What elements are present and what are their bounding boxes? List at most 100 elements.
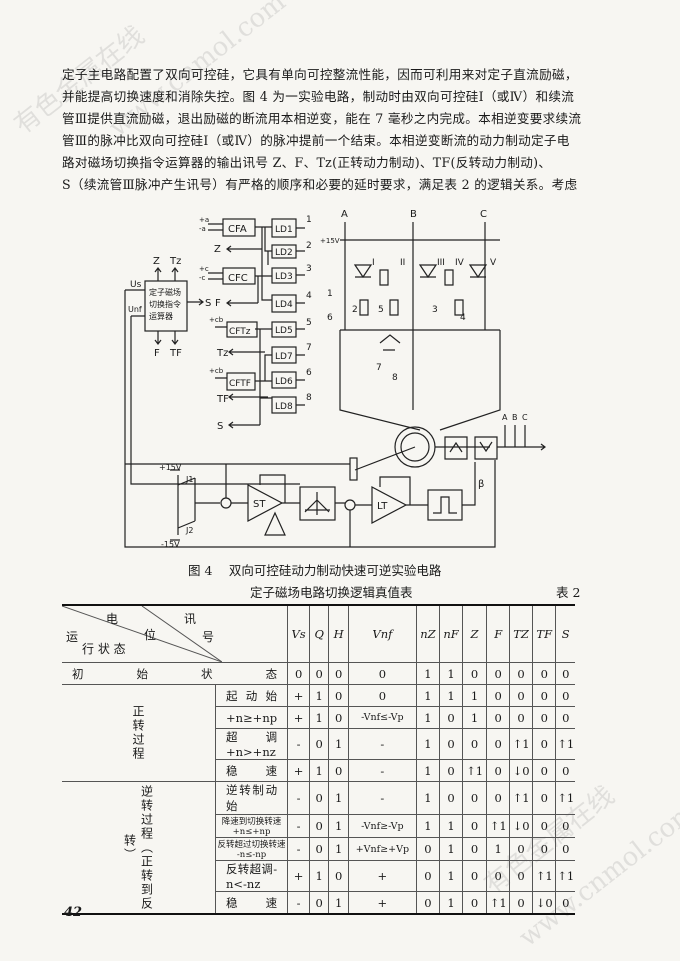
value-cell: ↑1	[555, 781, 575, 815]
value-cell: 0	[348, 662, 417, 685]
signal-label: Tz	[216, 348, 228, 359]
input-label: +c	[199, 265, 209, 273]
value-cell: 1	[439, 891, 463, 915]
summing-junction-icon	[220, 497, 232, 509]
switch-label: J1	[185, 475, 193, 484]
value-cell: +Vnf≥+Vp	[348, 837, 417, 861]
value-cell: 0	[555, 759, 575, 782]
thyristor-label: II	[400, 258, 405, 268]
value-cell: 1	[461, 684, 488, 707]
gate-label: LD1	[275, 225, 293, 235]
value-cell: 1	[439, 662, 463, 685]
value-cell: 0	[509, 860, 534, 892]
value-cell: 0	[486, 781, 511, 815]
voltage-label: +15V	[159, 463, 182, 472]
column-header: Vnf	[348, 604, 417, 663]
value-cell: -	[287, 837, 311, 861]
gate-output: 3	[306, 264, 312, 274]
text-line: S（续流管Ⅲ脉冲产生讯号）有严格的顺序和必要的延时要求，满足表 2 的逻辑关系。…	[62, 177, 578, 192]
signal-label: Unf	[128, 305, 142, 314]
value-cell: 0	[309, 781, 330, 815]
value-cell: 0	[486, 860, 511, 892]
value-cell: 0	[415, 860, 441, 892]
value-cell: -	[348, 728, 417, 760]
corner-cell: 讯 号 电 位 运 行 状 态	[62, 604, 289, 663]
voltage-label: -15V	[161, 540, 180, 549]
value-cell: ↓0	[509, 814, 534, 838]
input-label: +cb	[209, 316, 224, 324]
column-header: F	[486, 604, 511, 663]
state-cell: 起动始	[214, 684, 289, 707]
value-cell: ↓0	[509, 759, 534, 782]
thyristor-label: III	[437, 258, 445, 268]
value-cell: 0	[461, 860, 488, 892]
corner-label: 运	[66, 630, 79, 644]
diagonal-lines	[62, 606, 222, 662]
value-cell: 0	[287, 662, 311, 685]
group-cell: 逆转过程（正转到反转）	[62, 781, 216, 915]
value-cell: 0	[532, 759, 557, 782]
summing-junction-icon	[344, 499, 356, 511]
value-cell: +	[287, 759, 311, 782]
value-cell: 0	[532, 837, 557, 861]
controller-label: 运算器	[149, 311, 173, 321]
text-line: 路对磁场切换指令运算器的输出讯号 Z、F、Tz(正转动力制动)、TF(反转动力制…	[62, 155, 552, 170]
value-cell: 0	[532, 728, 557, 760]
value-cell: 0	[328, 706, 350, 729]
value-cell: 1	[415, 759, 441, 782]
phase-label: C	[480, 209, 487, 220]
table-number: 表 2	[556, 585, 581, 600]
value-cell: 0	[461, 728, 488, 760]
thyristor-label: V	[490, 258, 497, 268]
value-cell: 0	[415, 891, 441, 915]
value-cell: 1	[415, 814, 441, 838]
value-cell: 0	[532, 781, 557, 815]
corner-label: 位	[144, 628, 157, 642]
truth-table: 讯 号 电 位 运 行 状 态 Vs Q H Vnf nZ nF Z F TZ …	[62, 604, 575, 915]
table-header: 讯 号 电 位 运 行 状 态 Vs Q H Vnf nZ nF Z F TZ …	[62, 604, 575, 663]
value-cell: 0	[461, 837, 488, 861]
value-cell: 0	[439, 728, 463, 760]
group-cell: 正转过程	[62, 684, 216, 782]
gate-label: LD8	[275, 402, 293, 412]
value-cell: 0	[486, 684, 511, 707]
corner-label: 讯	[184, 612, 197, 626]
text-line: 管Ⅲ提供直流励磁，退出励磁的断流用本相逆变，能在 7 毫秒之内完成。本相逆变要求…	[62, 111, 582, 126]
phase-label: B	[512, 413, 518, 422]
gate-output: 2	[306, 241, 312, 251]
value-cell: 1	[309, 684, 330, 707]
value-cell: 0	[328, 684, 350, 707]
value-cell: 0	[509, 684, 534, 707]
value-cell: 0	[309, 814, 330, 838]
state-cell: 降速到切换转速 +n≤+np	[215, 814, 289, 838]
value-cell: 0	[486, 706, 511, 729]
corner-label: 电	[106, 612, 119, 626]
gate-output: 4	[306, 291, 312, 301]
value-cell: 1	[415, 684, 441, 707]
value-cell: -	[287, 781, 311, 815]
value-cell: 0	[532, 814, 557, 838]
controller-block	[144, 280, 188, 332]
figure-caption: 图 4 双向可控硅动力制动快速可逆实验电路	[188, 563, 442, 578]
page-number: 42	[64, 905, 83, 920]
value-cell: 0	[348, 684, 417, 707]
value-cell: 0	[309, 728, 330, 760]
value-cell: ↑1	[555, 728, 575, 760]
comparator-label: CFC	[228, 273, 248, 284]
terminal-label: 4	[460, 313, 466, 323]
value-cell: 0	[439, 759, 463, 782]
value-cell: 1	[309, 759, 330, 782]
signal-label: Z	[153, 256, 160, 267]
value-cell: 1	[328, 728, 350, 760]
value-cell: -	[287, 728, 311, 760]
value-cell: 0	[555, 891, 575, 915]
value-cell: 0	[461, 781, 488, 815]
state-cell: 逆转制动始	[214, 781, 289, 815]
beta-label: β	[478, 479, 484, 490]
value-cell: 0	[439, 781, 463, 815]
gate-output: 5	[306, 318, 312, 328]
